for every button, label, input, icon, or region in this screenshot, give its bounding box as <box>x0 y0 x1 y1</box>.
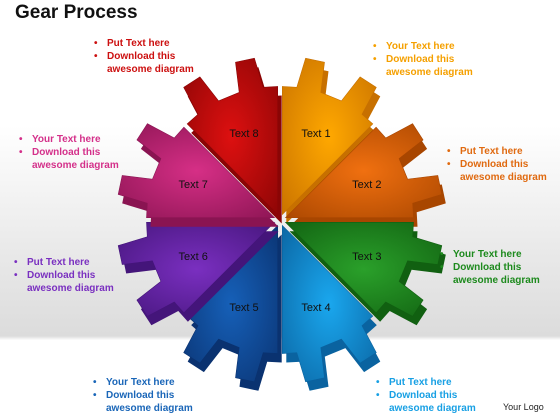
note-1-line-2: Download this <box>370 53 473 66</box>
gear-segment-6-face <box>117 222 276 317</box>
note-4-line-1: Put Text here <box>373 376 476 389</box>
note-text-8: Put Text here Download this awesome diag… <box>91 37 194 76</box>
gear-segment-4-label: Text 4 <box>301 302 330 314</box>
gear-segment-7-face <box>117 123 276 218</box>
note-text-6: Put Text here Download this awesome diag… <box>11 256 114 295</box>
gear-segment-6-label: Text 6 <box>179 251 208 263</box>
gear-segment-1-face <box>282 57 377 216</box>
note-3-line-2: Download this <box>437 261 540 274</box>
note-2-line-3: awesome diagram <box>460 172 547 183</box>
note-5-line-3: awesome diagram <box>106 403 193 414</box>
note-text-4: Put Text here Download this awesome diag… <box>373 376 476 415</box>
note-text-2: Put Text here Download this awesome diag… <box>444 145 547 184</box>
gear-segment-3-face <box>284 222 443 317</box>
gear-segment-3: Text 3 <box>284 222 446 326</box>
logo-text: Your Logo <box>503 402 544 412</box>
note-6-line-3: awesome diagram <box>27 283 114 294</box>
gear-segment-1: Text 1 <box>282 57 381 224</box>
gear-segment-2-label: Text 2 <box>352 179 381 191</box>
gear-segment-8-label: Text 8 <box>229 128 258 140</box>
note-7-line-3: awesome diagram <box>32 160 119 171</box>
gear-segment-5: Text 5 <box>183 224 282 391</box>
note-1-line-3: awesome diagram <box>386 67 473 78</box>
note-6-line-1: Put Text here <box>11 256 114 269</box>
gear-segment-4: Text 4 <box>282 224 381 391</box>
gear-segment-2-face <box>284 123 443 218</box>
note-3-line-1: Your Text here <box>437 248 540 261</box>
note-text-5: Your Text here Download this awesome dia… <box>90 376 193 415</box>
gear-segment-2: Text 2 <box>284 123 446 227</box>
note-text-1: Your Text here Download this awesome dia… <box>370 40 473 79</box>
gear-segment-3-label: Text 3 <box>352 251 381 263</box>
note-3-line-3: awesome diagram <box>453 275 540 286</box>
gear-segment-6: Text 6 <box>117 222 279 326</box>
page-title: Gear Process <box>15 2 138 23</box>
note-5-line-2: Download this <box>90 389 193 402</box>
note-2-line-1: Put Text here <box>444 145 547 158</box>
note-8-line-3: awesome diagram <box>107 64 194 75</box>
note-5-line-1: Your Text here <box>90 376 193 389</box>
note-4-line-3: awesome diagram <box>389 403 476 414</box>
gear-segment-7-label: Text 7 <box>179 179 208 191</box>
note-text-3: Your Text here Download this awesome dia… <box>437 248 540 287</box>
note-2-line-2: Download this <box>444 158 547 171</box>
gear-segment-7: Text 7 <box>117 123 279 227</box>
note-7-line-2: Download this <box>16 146 119 159</box>
note-4-line-2: Download this <box>373 389 476 402</box>
gear-segment-8: Text 8 <box>183 57 282 224</box>
note-1-line-1: Your Text here <box>370 40 473 53</box>
gear-segment-5-face <box>183 224 278 383</box>
gear-segment-4-face <box>282 224 377 383</box>
gear-segment-5-label: Text 5 <box>229 302 258 314</box>
note-text-7: Your Text here Download this awesome dia… <box>16 133 119 172</box>
note-8-line-2: Download this <box>91 50 194 63</box>
gear-segment-1-label: Text 1 <box>301 128 330 140</box>
note-7-line-1: Your Text here <box>16 133 119 146</box>
note-8-line-1: Put Text here <box>91 37 194 50</box>
gear-segment-8-face <box>183 57 278 216</box>
note-6-line-2: Download this <box>11 269 114 282</box>
